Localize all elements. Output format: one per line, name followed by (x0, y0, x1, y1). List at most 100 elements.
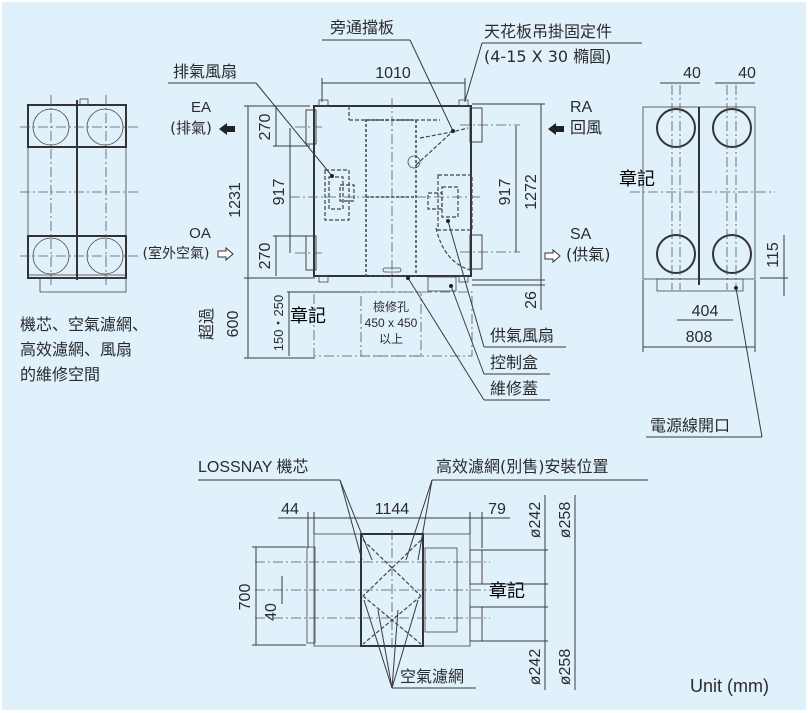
callout-ceiling-hanger: 天花板吊掛固定件 (484, 22, 612, 41)
dim-side-right-offset: 40 (738, 65, 756, 82)
dim-side-inner-width: 404 (692, 303, 719, 320)
side-view-base (656, 278, 744, 292)
intake-arrow-icon (217, 246, 234, 262)
leader-line (339, 479, 373, 561)
dim-duct-outer-bottom: ø258 (557, 649, 574, 686)
hanger-bracket (79, 98, 89, 106)
supply-fan-sweep (435, 227, 471, 271)
leader-line (255, 82, 333, 177)
duct-stub-upper (469, 549, 483, 585)
leader-dot (451, 129, 455, 133)
sa-name: (供氣) (566, 245, 611, 264)
unit-label: Unit (mm) (690, 676, 769, 696)
exhaust-fan-motor (328, 176, 344, 210)
lossnay-core-outline (365, 119, 417, 277)
dim-left-total: 1231 (227, 182, 244, 218)
supply-fan-mount (427, 192, 443, 210)
top-view (290, 98, 520, 357)
ea-code: EA (191, 99, 211, 116)
stamp-mark: 章記 (489, 581, 525, 602)
side-view (630, 85, 775, 292)
leader-line (405, 479, 433, 561)
oa-code: OA (189, 225, 211, 242)
callout-core: LOSSNAY 機芯 (198, 458, 309, 476)
supply-fan-outline (437, 174, 473, 231)
ra-duct-circle (712, 108, 752, 148)
stamp-mark: 章記 (619, 169, 655, 190)
access-hole-outline (360, 291, 422, 357)
bypass-damper-line (419, 127, 469, 139)
leader-line (409, 39, 454, 132)
oa-name: (室外空氣) (143, 245, 210, 262)
dim-front-right-offset: 79 (488, 501, 506, 518)
dim-access-offset: 150・250 (271, 295, 286, 351)
dim-side-bottom-offset: 115 (765, 242, 782, 268)
leader-dot (330, 174, 334, 178)
leader-line (417, 479, 433, 561)
leader-line (447, 220, 485, 348)
dim-duct-outer-top: ø258 (557, 502, 574, 539)
callout-hepa-position: 高效濾網(別售)安裝位置 (436, 457, 609, 476)
callout-service-cover: 維修蓋 (490, 379, 538, 398)
hanger-bracket (318, 275, 329, 283)
hanger-bracket (458, 99, 469, 107)
leader-line (735, 287, 763, 438)
front-view-end-cap (306, 546, 316, 644)
dim-service-space-prefix: 超過 (197, 308, 216, 340)
dim-front-center-offset: 40 (263, 603, 280, 621)
left-end-view (20, 95, 140, 293)
exhaust-arrow-icon (219, 123, 235, 135)
maintenance-note-line3: 的維修空間 (20, 365, 100, 384)
dim-right-offset: 26 (523, 291, 540, 309)
access-hole-line3: 以上 (379, 332, 403, 346)
dim-front-height: 700 (237, 584, 254, 611)
callout-supply-fan: 供氣風扇 (490, 326, 554, 345)
stamp-mark: 章記 (290, 306, 326, 327)
leader-dot (449, 284, 453, 288)
front-view (255, 530, 548, 650)
leader-line (339, 479, 363, 561)
leader-line (391, 609, 399, 689)
leader-line (391, 599, 419, 689)
callout-ceiling-hanger-spec: (4-15 X 30 橢圓) (484, 47, 611, 66)
dim-duct-inner-top: ø242 (527, 502, 544, 539)
callout-bypass-damper: 旁通擋板 (330, 18, 394, 37)
control-box (427, 276, 457, 292)
hanger-bracket (318, 99, 329, 107)
ra-duct-circle (656, 108, 696, 148)
dim-left-bottom: 270 (257, 243, 274, 270)
ra-code: RA (570, 99, 593, 116)
dim-duct-inner-bottom: ø242 (527, 649, 544, 686)
return-arrow-icon (548, 123, 564, 135)
exhaust-fan-outline (324, 169, 350, 221)
bypass-damper-link (415, 131, 453, 166)
unit-body (313, 105, 472, 277)
dim-side-total-width: 808 (686, 329, 713, 346)
ra-name: 回風 (570, 118, 602, 137)
dim-service-space: 600 (225, 311, 242, 338)
access-hole-line2: 450 x 450 (365, 316, 418, 330)
sa-duct-circle (656, 234, 696, 274)
duct-stub-lower (469, 606, 483, 642)
dim-front-body-length: 1144 (375, 501, 410, 518)
leader-dot (446, 219, 450, 223)
left-end-base (39, 277, 127, 293)
ea-name: (排氣) (170, 119, 212, 137)
maintenance-note-line2: 高效濾網、風扇 (20, 340, 132, 359)
sa-duct-circle (712, 234, 752, 274)
leader-dot (406, 276, 410, 280)
callout-power-inlet: 電源線開口 (650, 416, 730, 435)
leader-line (407, 277, 485, 401)
dim-hanger-pitch: 1010 (375, 65, 411, 82)
service-cover-handle (382, 267, 402, 273)
supply-fan-motor (441, 186, 459, 218)
leader-line (363, 599, 393, 689)
bypass-damper-motor (407, 155, 421, 169)
callout-air-filter: 空氣濾網 (400, 667, 464, 686)
supply-arrow-icon (544, 248, 561, 264)
exhaust-fan-mount (339, 184, 355, 202)
leader-line (377, 609, 393, 689)
callout-control-box: 控制盒 (490, 353, 538, 372)
